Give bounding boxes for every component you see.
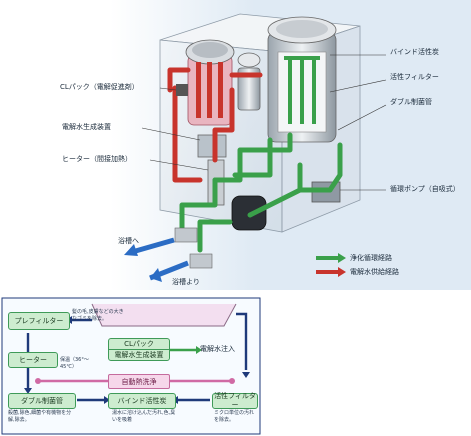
flow-inject-label: 電解水注入 [200,345,235,353]
leader-lines [141,54,387,191]
label-bind-carbon: バインド活性炭 [390,48,439,56]
label-to-bath: 浴槽へ [118,237,139,245]
legend-purify: 浄化循環経路 [350,254,392,262]
flow-active-filter: 活性フィルター [212,392,258,409]
electrolyzer-unit [197,52,261,158]
active-filter-cylinder [267,16,337,143]
bath-trough [91,303,237,327]
flow-bind-carbon-note: 湯水に溶け込んだ汚れ,色,臭いを吸着 [112,410,176,423]
flow-double-tube-note: 殺菌,除色,細菌や有機物を分解,除去。 [8,410,72,423]
label-cl-pack: CLパック（電解促進剤） [60,83,139,91]
label-double-tube: ダブル制菌管 [390,98,432,106]
flow-heater-note: 保温（36°〜45℃） [60,357,89,370]
flow-prefilter: プレフィルター [8,312,70,330]
outlet-port [174,227,198,243]
label-heater: ヒーター（間接加熱） [62,155,132,163]
inlet-port [189,253,213,269]
purify-pipes [179,132,343,253]
cl-pack-port [176,84,188,96]
flow-electrolyzer: 電解水生成装置 [108,349,170,361]
label-active-filter: 活性フィルター [390,73,439,81]
flow-prefilter-note: 髪の毛,皮膚などの大きなゴミを除去。 [72,309,124,322]
to-bath-arrow [131,237,175,255]
flow-loop [26,312,248,402]
cl-pack-cylinder [185,39,235,126]
flow-bind-carbon: バインド活性炭 [108,393,176,409]
flow-double-tube: ダブル制菌管 [8,393,76,409]
flow-auto-wash: 自動熱洗浄 [108,374,170,389]
legend-electrolyzed: 電解水供給経路 [350,268,399,276]
flow-heater: ヒーター [8,352,58,368]
label-electrolyzer: 電解水生成装置 [62,123,111,131]
label-from-bath: 浴槽より [172,278,200,286]
flow-cl-pack: CLパック [108,338,170,349]
electro-pipes [167,67,263,183]
flow-active-filter-note: ミクロ単位の汚れを除去。 [214,410,255,423]
label-circ-pump: 循環ポンプ（自吸式） [390,185,460,193]
